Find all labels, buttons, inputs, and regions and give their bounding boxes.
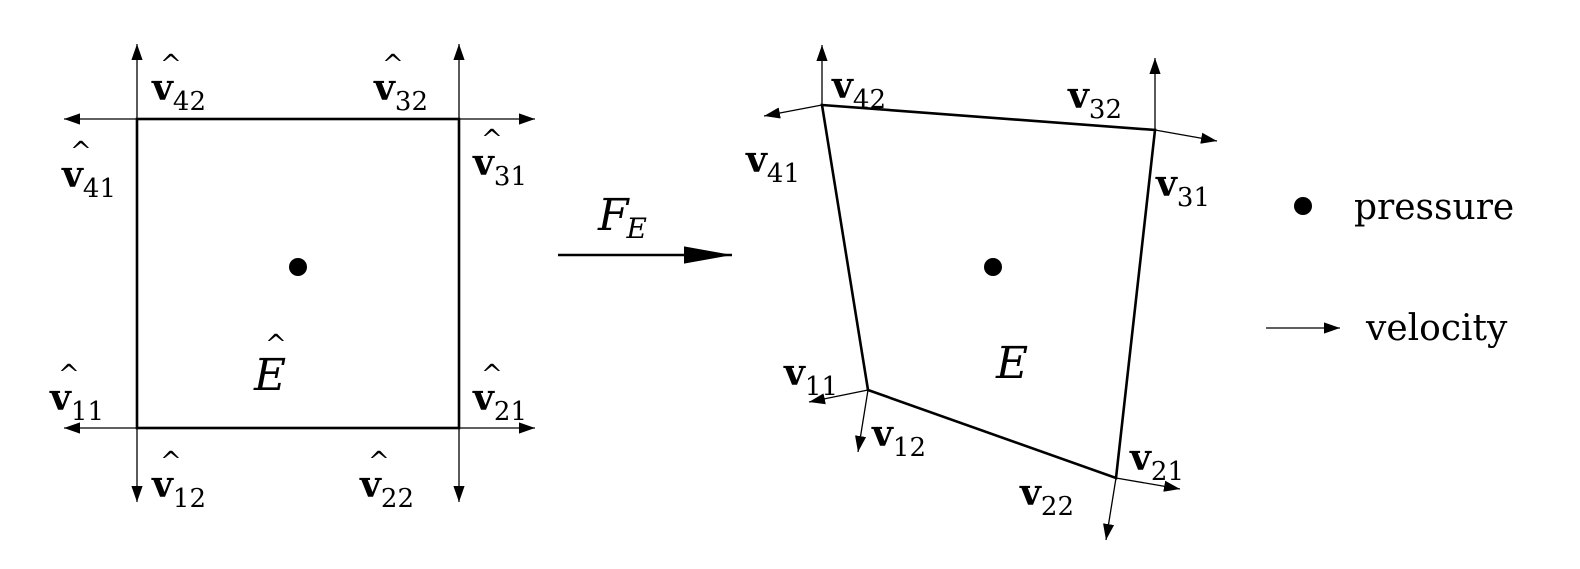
svg-text:^: ^ [70, 137, 92, 167]
mapping: FE [558, 190, 732, 264]
phys-label-v22: v22 [1019, 472, 1074, 522]
phys-label-v12: v12 [871, 413, 926, 463]
phys-v31-arrow [1154, 129, 1218, 144]
legend-velocity-label: velocity [1365, 308, 1508, 349]
phys-label-v42: v42 [831, 65, 886, 115]
phys-label-v11: v11 [783, 352, 838, 402]
svg-text:^: ^ [481, 125, 503, 155]
phys-label-v32: v32 [1067, 75, 1122, 125]
ref-label-v41: v41 [61, 154, 116, 204]
mapping-label: FE [597, 190, 647, 245]
reference-element: v42 v32 v41 v31 v11 v21 v12 v22 ^ ^ ^ ^ … [49, 44, 535, 514]
ref-label-v31: v31 [472, 142, 527, 192]
ref-element-hat: ^ [265, 330, 287, 360]
phys-label-v31: v31 [1155, 163, 1210, 213]
reference-square [135, 117, 461, 430]
ref-element-label: E [253, 350, 286, 401]
phys-v11-arrow [808, 389, 869, 405]
phys-v12-arrow [855, 389, 869, 453]
phys-v41-arrow [763, 104, 823, 119]
reference-pressure-dot [289, 258, 307, 276]
svg-text:^: ^ [160, 447, 182, 477]
ref-label-v42: v42 [151, 67, 206, 117]
svg-text:^: ^ [481, 360, 503, 390]
phys-v21-arrow [1115, 477, 1181, 492]
physical-element: v42 v32 v41 v31 v11 v12 v21 v22 E [745, 45, 1218, 541]
ref-label-v32: v32 [373, 67, 428, 117]
phys-label-v41: v41 [745, 139, 800, 189]
phys-element-label: E [995, 338, 1028, 389]
ref-label-v22: v22 [359, 464, 414, 514]
phys-v22-arrow [1103, 477, 1117, 541]
svg-text:^: ^ [160, 50, 182, 80]
svg-text:^: ^ [368, 447, 390, 477]
legend-pressure-label: pressure [1354, 187, 1514, 228]
ref-label-v21: v21 [472, 377, 527, 427]
legend: pressure velocity [1266, 187, 1514, 349]
ref-label-v12: v12 [151, 464, 206, 514]
phys-label-v21: v21 [1129, 437, 1184, 487]
ref-hat-marks: ^ ^ ^ ^ ^ ^ ^ ^ [58, 50, 503, 477]
svg-text:^: ^ [58, 360, 80, 390]
legend-pressure-dot [1294, 197, 1312, 215]
physical-pressure-dot [984, 258, 1002, 276]
ref-label-v11: v11 [49, 377, 104, 427]
svg-text:^: ^ [382, 50, 404, 80]
